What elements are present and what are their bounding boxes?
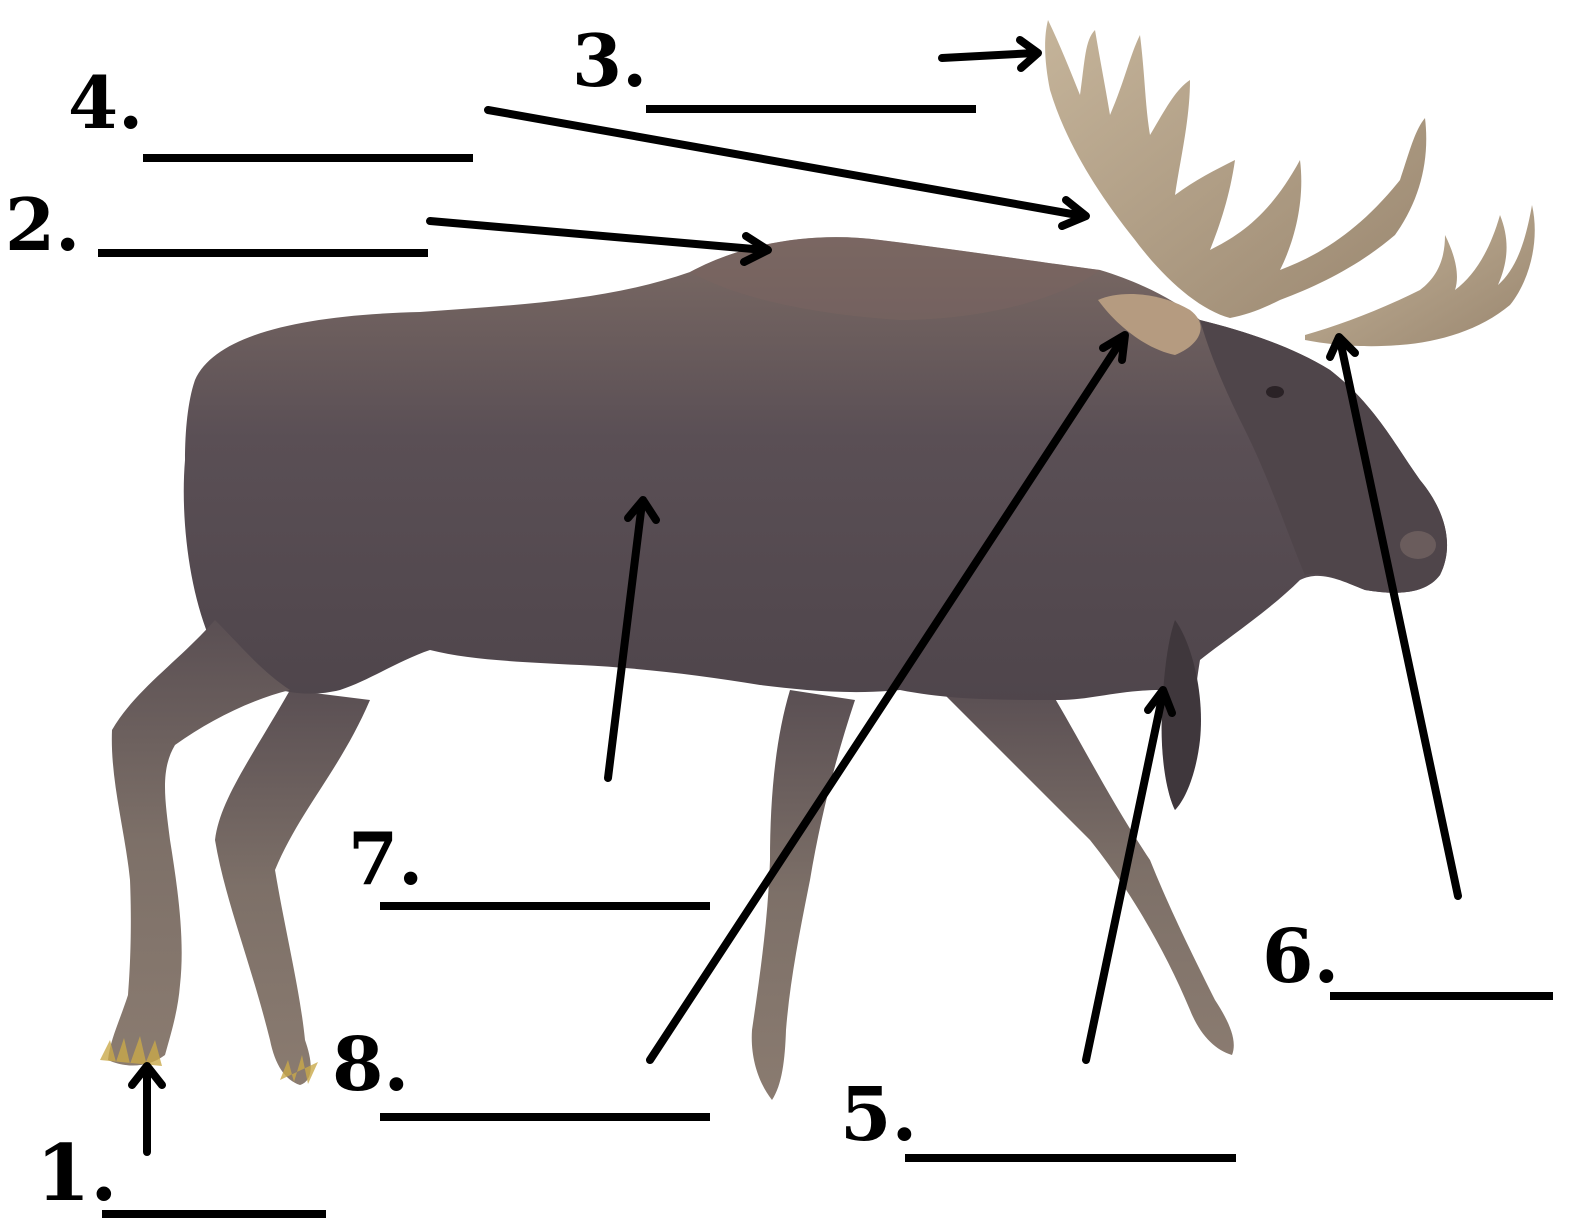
arrow-4-antler [488,110,1086,226]
label-5: 5. [840,1072,917,1158]
label-4: 4. [68,60,143,145]
antler-right-palm [1305,205,1535,346]
label-2: 2. [5,182,80,267]
moose-eye [1266,386,1284,398]
arrow-1-hoof [132,1066,162,1152]
arrow-2-hump [430,221,768,262]
near-front-leg [752,690,855,1100]
label-1: 1. [36,1128,117,1219]
arrow-3-antler-tip [942,40,1038,68]
label-6: 6. [1262,914,1339,1000]
moose-nostril [1400,531,1436,559]
label-7: 7. [348,816,423,901]
label-8: 8. [332,1022,409,1108]
label-3: 3. [572,18,647,103]
